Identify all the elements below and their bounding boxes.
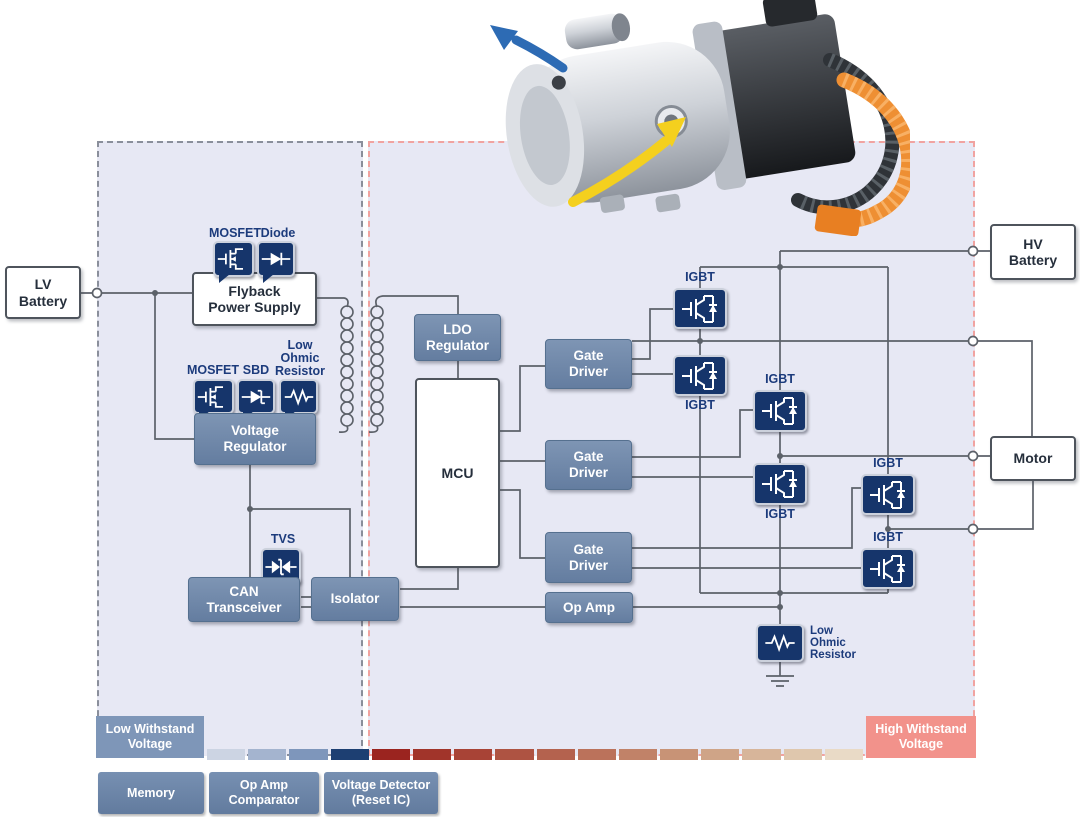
gate-driver-2-block: Gate Driver — [545, 440, 632, 490]
op-amp-comparator-block: Op Amp Comparator — [209, 772, 319, 814]
tvs-label: TVS — [270, 532, 296, 546]
gradient-segment — [412, 749, 452, 760]
low-ohmic-resistor-icon — [279, 379, 318, 420]
low-withstand-voltage-label: Low Withstand Voltage — [96, 716, 204, 758]
gradient-segment — [701, 749, 740, 760]
sbd-icon — [237, 379, 275, 420]
hv-connector — [762, 0, 818, 27]
refrigerant-in-arrow-icon — [568, 117, 686, 207]
compressor-photo — [490, 0, 910, 236]
orange-hose — [814, 72, 910, 236]
igbt-icon — [861, 548, 915, 589]
withstand-voltage-gradient-bar — [207, 749, 863, 760]
gradient-segment — [536, 749, 575, 760]
gradient-segment — [742, 749, 781, 760]
igbt-label: IGBT — [765, 372, 795, 386]
mosfet-icon — [193, 379, 234, 420]
igbt-icon — [753, 390, 807, 432]
mosfet-icon — [213, 241, 254, 283]
gradient-segment — [824, 749, 863, 760]
gradient-segment — [495, 749, 534, 760]
lv-battery-block: LV Battery — [5, 266, 81, 319]
ldo-regulator-block: LDO Regulator — [414, 314, 501, 361]
gradient-segment — [577, 749, 616, 760]
motor-block: Motor — [990, 436, 1076, 481]
low-ohmic-resistor-label: Low Ohmic Resistor — [274, 338, 326, 378]
top-port — [564, 13, 624, 50]
hv-battery-block: HV Battery — [990, 224, 1076, 280]
diode-icon — [257, 241, 295, 283]
igbt-label: IGBT — [873, 456, 903, 470]
isolator-block: Isolator — [311, 577, 399, 621]
gradient-segment — [371, 749, 410, 760]
diode-label: Diode — [260, 226, 296, 240]
igbt-label: IGBT — [765, 507, 795, 521]
voltage-regulator-block: Voltage Regulator — [194, 413, 316, 465]
high-withstand-voltage-label: High Withstand Voltage — [866, 716, 976, 758]
gradient-segment — [248, 749, 287, 760]
mcu-block: MCU — [415, 378, 500, 568]
gate-driver-1-block: Gate Driver — [545, 339, 632, 389]
igbt-icon — [861, 474, 915, 515]
gradient-segment — [783, 749, 822, 760]
gradient-segment — [289, 749, 328, 760]
low-ohmic-resistor-label: Low Ohmic Resistor — [810, 625, 857, 661]
gradient-segment — [618, 749, 658, 760]
voltage-detector-block: Voltage Detector (Reset IC) — [324, 772, 438, 814]
mosfet-label: MOSFET — [208, 226, 262, 240]
gate-driver-3-block: Gate Driver — [545, 532, 632, 583]
gradient-segment — [330, 749, 369, 760]
compressor-body — [505, 0, 856, 213]
igbt-icon — [673, 355, 727, 396]
flyback-power-supply-block: Flyback Power Supply — [192, 272, 317, 326]
igbt-label: IGBT — [873, 530, 903, 544]
igbt-icon — [753, 463, 807, 505]
outlet-port — [551, 75, 566, 90]
mosfet-label: MOSFET — [186, 363, 240, 377]
can-transceiver-block: CAN Transceiver — [188, 577, 300, 622]
igbt-label: IGBT — [685, 398, 715, 412]
op-amp-block: Op Amp — [545, 592, 633, 623]
gradient-segment — [660, 749, 699, 760]
igbt-label: IGBT — [685, 270, 715, 284]
gradient-segment — [454, 749, 493, 760]
memory-block: Memory — [98, 772, 204, 814]
low-ohmic-resistor-icon — [756, 624, 804, 662]
igbt-icon — [673, 288, 727, 329]
sbd-label: SBD — [242, 363, 270, 377]
gradient-segment — [207, 749, 246, 760]
refrigerant-out-arrow-icon — [490, 25, 568, 73]
